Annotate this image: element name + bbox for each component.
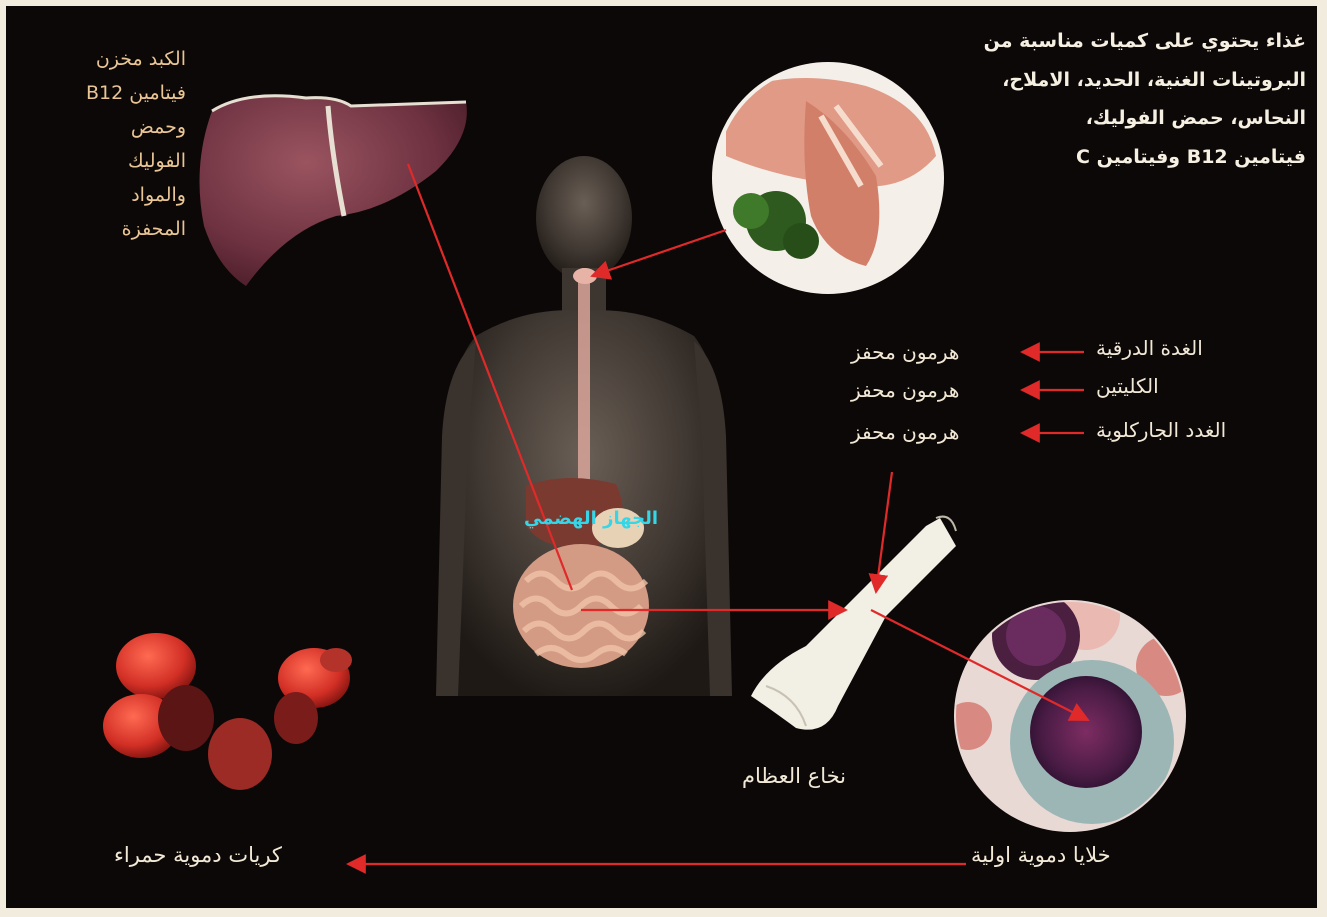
- hormone-label: هرمون محفز: [851, 378, 959, 402]
- stem-cells-illustration: [944, 582, 1196, 832]
- stem-cells-label: خلايا دموية اولية: [971, 843, 1111, 867]
- human-body-illustration: [436, 156, 732, 696]
- digestive-system-label: الجهاز الهضمي: [476, 508, 706, 529]
- hormone-label: هرمون محفز: [851, 420, 959, 444]
- bone-marrow-label: نخاع العظام: [742, 764, 846, 788]
- liver-illustration: [200, 96, 467, 286]
- food-note: غذاء يحتوي على كميات مناسبة من البروتينا…: [932, 22, 1306, 176]
- liver-note: الكبد مخزن فيتامين B12 وحمض الفوليك والم…: [26, 42, 186, 246]
- organ-label-adrenal: الغدد الجاركلوية: [1096, 418, 1226, 442]
- red-blood-cells-label: كريات دموية حمراء: [114, 843, 282, 867]
- organ-label-kidneys: الكليتين: [1096, 374, 1159, 398]
- diagram-figure: الكبد مخزن فيتامين B12 وحمض الفوليك والم…: [6, 6, 1317, 908]
- meat-plate-illustration: [712, 62, 944, 294]
- organ-label-thyroid: الغدة الدرقية: [1096, 336, 1203, 360]
- hormone-label: هرمون محفز: [851, 340, 959, 364]
- red-blood-cells-illustration: [103, 633, 352, 790]
- bone-illustration: [751, 517, 956, 730]
